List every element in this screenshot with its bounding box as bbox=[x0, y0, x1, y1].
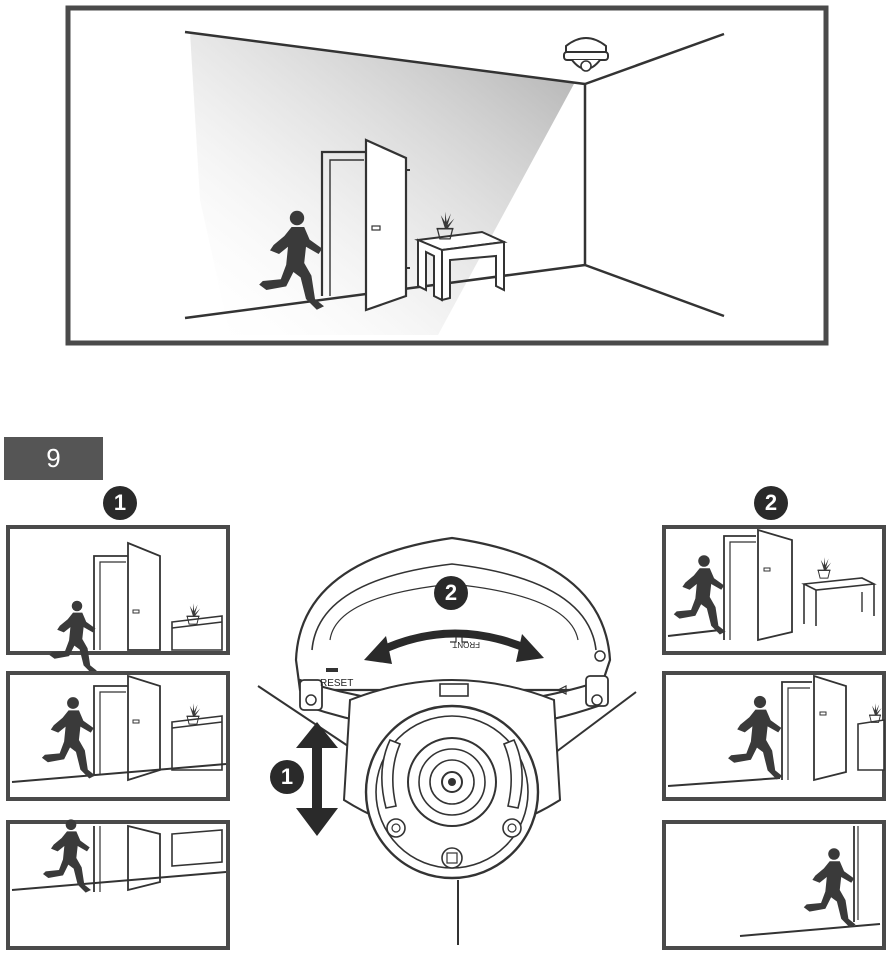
tilt-preview-column bbox=[6, 525, 230, 950]
rotate-marker-right: 2 bbox=[754, 486, 788, 520]
ceiling-camera-icon bbox=[563, 37, 609, 72]
tilt-preview-top bbox=[6, 525, 230, 674]
step-number-badge: 9 bbox=[4, 437, 103, 480]
pan-preview-column bbox=[662, 525, 886, 950]
tilt-marker-camera: 1 bbox=[270, 760, 304, 794]
tilt-arrow-icon bbox=[296, 722, 338, 836]
tilt-marker-left: 1 bbox=[103, 486, 137, 520]
front-label: FRONT bbox=[452, 640, 480, 649]
rotate-marker-camera: 2 bbox=[434, 576, 468, 610]
room-scene bbox=[65, 5, 829, 346]
tilt-preview-middle bbox=[6, 671, 230, 801]
pan-preview-bottom bbox=[662, 820, 886, 950]
pan-preview-middle bbox=[662, 671, 886, 801]
tilt-preview-bottom bbox=[6, 819, 230, 950]
pan-preview-top bbox=[662, 525, 886, 655]
reset-label: RESET bbox=[320, 678, 353, 689]
rotate-arrow-icon bbox=[364, 629, 544, 664]
